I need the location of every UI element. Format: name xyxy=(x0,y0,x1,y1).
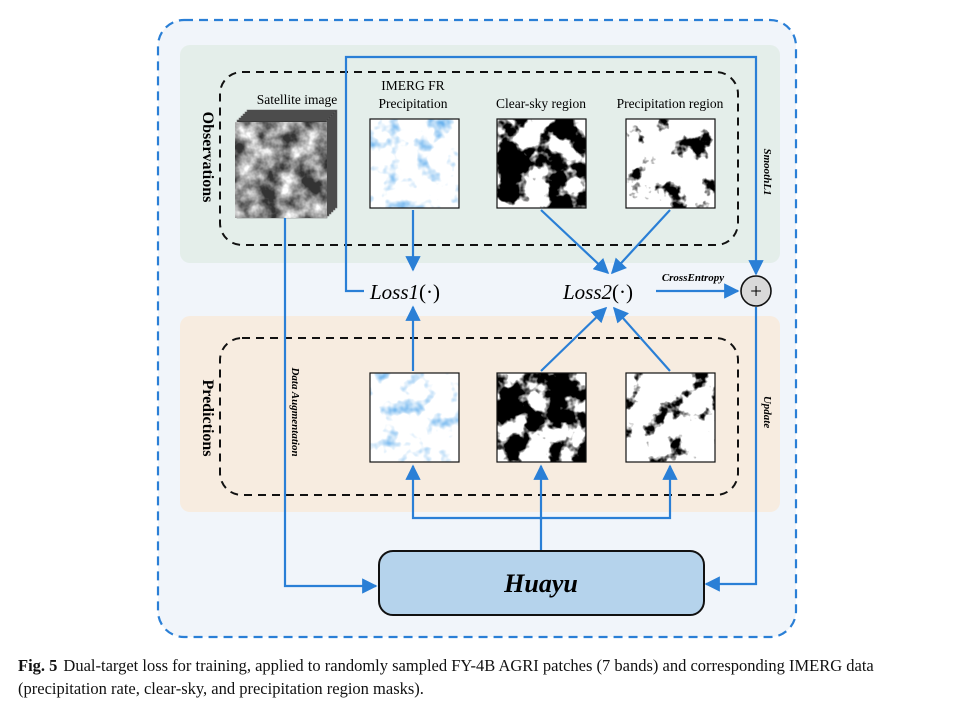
data-augmentation-label: Data Augmentation xyxy=(289,366,301,456)
predictions-panel xyxy=(180,316,780,512)
caption-text: Dual-target loss for training, applied t… xyxy=(18,656,874,698)
loss1-arg: (·) xyxy=(419,280,440,304)
loss2-node: Loss2(·) xyxy=(562,280,633,304)
precip-obs-to-loss2-arrow xyxy=(610,209,671,275)
loss2-arg: (·) xyxy=(612,280,633,304)
precipitation-region-label: Precipitation region xyxy=(617,96,724,111)
svg-text:Loss2(·): Loss2(·) xyxy=(562,280,633,304)
observations-section-label: Observations xyxy=(199,112,216,203)
clear-sky-pred-to-loss2-arrow xyxy=(540,306,608,372)
loss1-name: Loss xyxy=(369,280,409,304)
clear-sky-prediction-image xyxy=(496,372,587,463)
precipitation-region-observation-image xyxy=(625,118,716,209)
smoothl1-loop-arrow xyxy=(344,55,764,293)
imerg-observation-image xyxy=(369,118,460,209)
huayu-model-label: Huayu xyxy=(503,569,578,598)
update-arrow xyxy=(704,307,758,592)
precipitation-region-prediction-image xyxy=(625,372,716,463)
predictions-dashed-box xyxy=(219,337,739,496)
huayu-output-trunk xyxy=(405,464,543,550)
loss1-index: 1 xyxy=(409,280,420,304)
satellite-image-stack xyxy=(235,109,338,219)
sum-node: + xyxy=(740,275,772,307)
loss1-node: Loss1(·) xyxy=(369,280,440,304)
predictions-section-label: Predictions xyxy=(199,379,216,456)
smoothl1-label: SmoothL1 xyxy=(761,148,773,195)
huayu-model-box: Huayu xyxy=(378,550,705,616)
update-label: Update xyxy=(761,396,773,429)
imerg-prediction-image xyxy=(369,372,460,463)
imerg-label-line2: Precipitation xyxy=(379,96,448,111)
imerg-label-line1: IMERG FR xyxy=(381,78,444,93)
loss2-name: Loss xyxy=(562,280,602,304)
crossentropy-label: CrossEntropy xyxy=(662,272,724,284)
clear-sky-observation-image xyxy=(496,118,587,209)
precip-pred-to-loss2-arrow xyxy=(612,306,671,372)
figure-number: Fig. 5 xyxy=(18,656,58,675)
clear-sky-label: Clear-sky region xyxy=(496,96,586,111)
satellite-image-label: Satellite image xyxy=(257,92,338,107)
loss2-index: 2 xyxy=(602,280,613,304)
clear-sky-obs-to-loss2-arrow xyxy=(540,209,610,275)
huayu-output-to-precip xyxy=(541,464,678,520)
data-augmentation-arrow xyxy=(283,218,378,594)
svg-text:Loss1(·): Loss1(·) xyxy=(369,280,440,304)
plus-symbol: + xyxy=(750,279,762,303)
